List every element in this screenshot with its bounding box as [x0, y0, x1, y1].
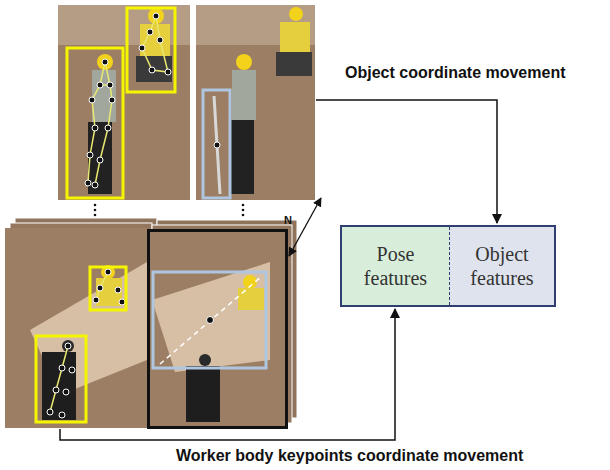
- object-bbox: [153, 272, 266, 368]
- sequence-arrow: [289, 198, 321, 256]
- flow-arrow: [316, 100, 497, 223]
- object-diagonal: [160, 276, 262, 364]
- skeleton-line: [96, 272, 108, 300]
- plank: [152, 262, 270, 372]
- hardhat: [148, 8, 164, 24]
- worker-legs: [88, 122, 112, 194]
- worker-body: [42, 352, 76, 420]
- worker-legs: [276, 52, 312, 76]
- worker-torso: [96, 278, 122, 306]
- worker-bbox: [127, 8, 175, 92]
- skeleton-line: [142, 16, 168, 72]
- worker-head: [199, 354, 211, 366]
- object-center: [207, 317, 214, 324]
- worker-body: [186, 366, 220, 422]
- count-label: N: [284, 214, 292, 226]
- flow-label: Object coordinate movement: [345, 64, 566, 82]
- worker-legs: [230, 120, 254, 194]
- worker-legs: [136, 56, 172, 82]
- worker-head: [62, 340, 74, 352]
- frame-wall: [58, 5, 190, 45]
- worker-bbox: [67, 48, 123, 198]
- node-text: Object features: [456, 242, 548, 290]
- worker-bbox: [36, 336, 86, 422]
- frame-ground: [58, 5, 190, 200]
- held-object: [214, 96, 220, 194]
- worker-bbox: [90, 267, 126, 310]
- worker-torso: [232, 70, 256, 120]
- feature-box: Object features: [449, 227, 554, 305]
- skeleton-line: [88, 62, 105, 183]
- video-frame: [58, 5, 190, 200]
- frame-ground: [5, 228, 147, 428]
- object-center: [214, 142, 220, 148]
- worker-torso: [280, 22, 310, 54]
- hardhat: [236, 54, 252, 70]
- flow-label: Worker body keypoints coordinate movemen…: [176, 447, 523, 465]
- skeleton-line: [95, 62, 112, 185]
- video-frame: [196, 5, 315, 200]
- hardhat: [97, 54, 113, 70]
- object-bbox: [203, 90, 230, 198]
- video-frame: [148, 230, 287, 428]
- feature-box: Pose features: [342, 227, 449, 305]
- skeleton-line: [50, 346, 68, 412]
- ellipsis-dots: [94, 204, 245, 217]
- frame-ground: [196, 5, 315, 200]
- hardhat: [289, 7, 303, 21]
- node-text: Pose features: [348, 242, 443, 290]
- frame-border: [149, 231, 287, 428]
- feature-container: [341, 226, 555, 306]
- frame-ground: [148, 230, 287, 428]
- worker-torso: [92, 70, 116, 122]
- video-frame: [5, 228, 147, 428]
- worker-torso: [238, 288, 264, 310]
- flow-arrow: [60, 309, 395, 440]
